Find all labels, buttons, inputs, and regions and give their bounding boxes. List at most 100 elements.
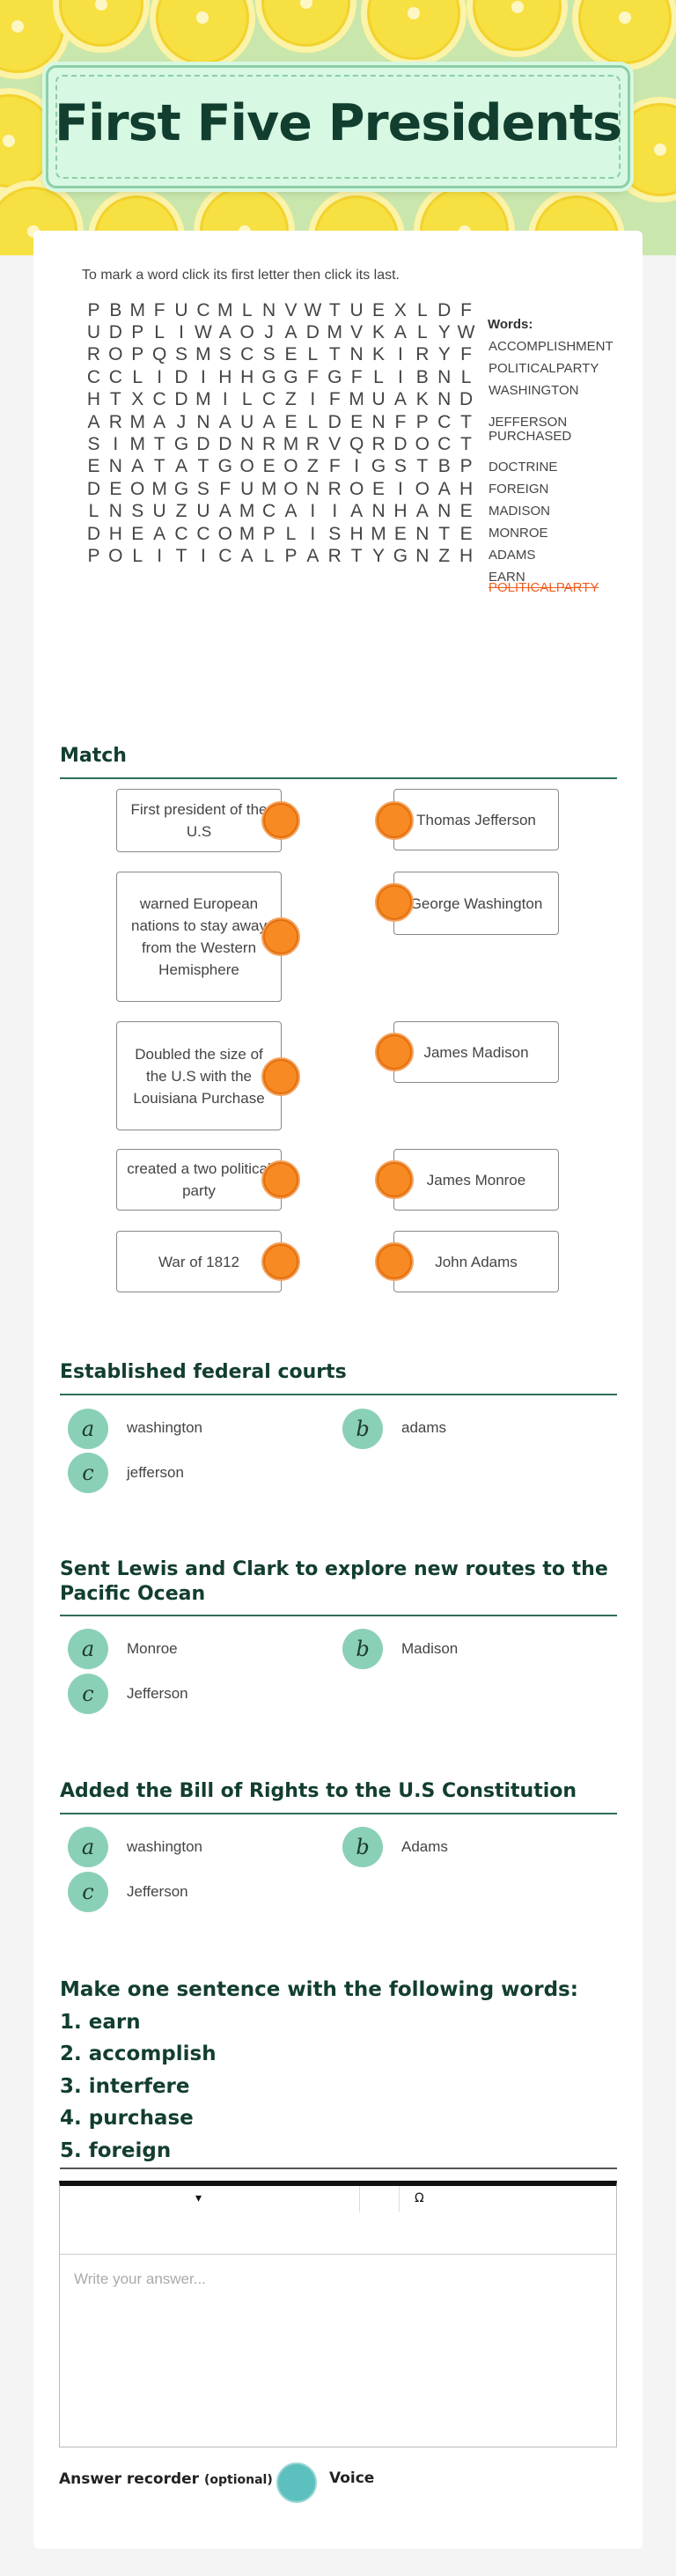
word-search-letter[interactable]: P <box>415 411 429 432</box>
word-search-letter[interactable]: I <box>222 389 228 410</box>
match-right-item[interactable]: James Madison <box>393 1021 559 1083</box>
word-search-letter[interactable]: F <box>460 344 472 365</box>
word-search-letter[interactable]: F <box>306 366 319 387</box>
word-search-letter[interactable]: R <box>86 344 101 365</box>
word-search-letter[interactable]: M <box>217 299 233 320</box>
match-connector-dot[interactable] <box>375 1033 414 1071</box>
match-connector-dot[interactable] <box>261 917 300 956</box>
word-search-letter[interactable]: H <box>393 501 408 522</box>
word-search-letter[interactable]: D <box>437 299 452 320</box>
word-search-letter[interactable]: O <box>415 478 430 499</box>
word-search-letter[interactable]: G <box>173 478 189 499</box>
word-search-letter[interactable]: N <box>108 456 122 477</box>
word-search-letter[interactable]: O <box>239 322 254 343</box>
word-search-letter[interactable]: L <box>154 322 165 343</box>
word-search-letter[interactable]: Y <box>437 344 451 365</box>
word-search-letter[interactable]: A <box>437 478 451 499</box>
option-label[interactable]: Madison <box>401 1640 459 1657</box>
word-search-letter[interactable]: F <box>350 366 363 387</box>
option-c-bullet[interactable]: c <box>68 1674 108 1714</box>
word-search-letter[interactable]: L <box>460 366 472 387</box>
option-b-bullet[interactable]: b <box>342 1827 383 1867</box>
word-search-letter[interactable]: I <box>354 456 360 477</box>
word-search-letter[interactable]: G <box>327 366 342 387</box>
word-search-letter[interactable]: E <box>262 456 276 477</box>
word-search-letter[interactable]: E <box>284 411 298 432</box>
word-search-letter[interactable]: L <box>373 366 384 387</box>
word-search-letter[interactable]: C <box>152 389 166 410</box>
word-search-letter[interactable]: E <box>459 501 473 522</box>
word-search-letter[interactable]: O <box>283 478 298 499</box>
word-search-letter[interactable]: T <box>438 523 451 544</box>
word-search-letter[interactable]: N <box>240 434 254 455</box>
word-search-letter[interactable]: N <box>415 545 430 566</box>
word-search-letter[interactable]: T <box>460 434 472 455</box>
word-search-letter[interactable]: R <box>327 545 342 566</box>
word-search-letter[interactable]: N <box>261 299 276 320</box>
word-search-letter[interactable]: N <box>415 523 430 544</box>
word-search-letter[interactable]: A <box>218 411 231 432</box>
match-connector-dot[interactable] <box>261 1057 300 1096</box>
option-label[interactable]: adams <box>401 1419 447 1436</box>
word-search-letter[interactable]: B <box>437 456 451 477</box>
word-search-letter[interactable]: D <box>174 366 188 387</box>
word-search-letter[interactable]: J <box>264 322 274 343</box>
word-search-letter[interactable]: W <box>194 322 212 343</box>
word-search-letter[interactable]: A <box>175 456 188 477</box>
word-search-letter[interactable]: Z <box>306 456 319 477</box>
word-search-letter[interactable]: Y <box>372 545 386 566</box>
word-search-letter[interactable]: M <box>283 434 299 455</box>
word-search-letter[interactable]: O <box>108 545 123 566</box>
word-search-letter[interactable]: A <box>240 545 254 566</box>
word-search-letter[interactable]: M <box>195 344 211 365</box>
word-search-letter[interactable]: M <box>261 478 277 499</box>
word-search-letter[interactable]: R <box>305 434 320 455</box>
option-label[interactable]: washington <box>127 1419 203 1436</box>
word-search-letter[interactable]: E <box>372 299 386 320</box>
word-search-letter[interactable]: V <box>284 299 298 320</box>
word-search-letter[interactable]: L <box>416 299 428 320</box>
word-search-letter[interactable]: A <box>415 501 429 522</box>
word-search-letter[interactable]: L <box>307 411 319 432</box>
word-search-letter[interactable]: E <box>350 411 364 432</box>
word-search-letter[interactable]: D <box>459 389 474 410</box>
word-search-letter[interactable]: D <box>393 434 408 455</box>
word-search-letter[interactable]: B <box>415 366 429 387</box>
word-search-letter[interactable]: F <box>219 478 231 499</box>
word-search-letter[interactable]: U <box>240 411 254 432</box>
word-search-letter[interactable]: M <box>239 523 255 544</box>
word-search-letter[interactable]: M <box>239 501 255 522</box>
word-search-letter[interactable]: E <box>109 478 122 499</box>
word-search-letter[interactable]: D <box>196 434 210 455</box>
answer-textarea[interactable]: Write your answer... <box>74 2271 206 2287</box>
word-search-letter[interactable]: I <box>397 478 403 499</box>
word-search-letter[interactable]: P <box>284 545 298 566</box>
word-search-letter[interactable]: C <box>196 299 210 320</box>
word-search-letter[interactable]: N <box>371 501 386 522</box>
word-search-letter[interactable]: C <box>437 434 452 455</box>
match-left-item[interactable]: First president of the U.S <box>116 789 282 852</box>
option-label[interactable]: Jefferson <box>127 1685 188 1702</box>
word-search-letter[interactable]: G <box>217 456 232 477</box>
word-search-letter[interactable]: G <box>261 366 276 387</box>
match-connector-dot[interactable] <box>375 801 414 840</box>
word-search-letter[interactable]: P <box>87 545 100 566</box>
word-search-letter[interactable]: Z <box>438 545 451 566</box>
word-search-letter[interactable]: J <box>176 411 187 432</box>
word-search-letter[interactable]: W <box>304 299 322 320</box>
word-search-letter[interactable]: U <box>196 501 210 522</box>
option-label[interactable]: jefferson <box>127 1464 184 1481</box>
word-search-letter[interactable]: V <box>350 322 364 343</box>
word-search-letter[interactable]: F <box>460 299 472 320</box>
match-right-item[interactable]: Thomas Jefferson <box>393 789 559 850</box>
word-search-letter[interactable]: I <box>157 366 163 387</box>
word-search-letter[interactable]: H <box>459 545 474 566</box>
word-search-letter[interactable]: A <box>262 411 276 432</box>
word-search-letter[interactable]: D <box>218 434 232 455</box>
word-search-letter[interactable]: H <box>240 366 254 387</box>
word-search-letter[interactable]: C <box>196 523 210 544</box>
word-search-letter[interactable]: E <box>393 523 407 544</box>
word-search-letter[interactable]: Z <box>175 501 187 522</box>
word-search-letter[interactable]: I <box>332 501 338 522</box>
option-c-bullet[interactable]: c <box>68 1453 108 1493</box>
